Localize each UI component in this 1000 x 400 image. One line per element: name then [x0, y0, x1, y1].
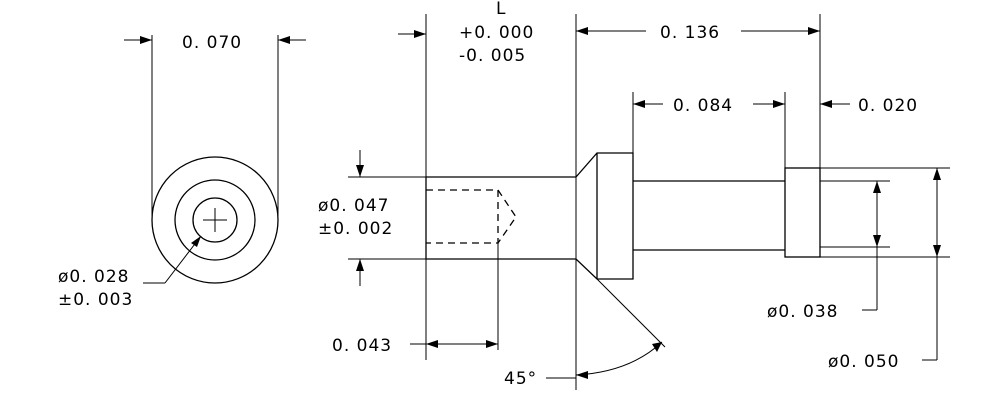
inner-hole-circle	[192, 197, 238, 243]
dim-chamfer-angle: 45°	[504, 369, 537, 389]
arrowhead	[933, 168, 941, 180]
hidden-bore	[426, 189, 499, 244]
side-view: L +0. 000 -0. 005 0. 136 0. 084 0. 020 ø…	[318, 0, 950, 390]
hidden-bore-tip	[497, 189, 517, 244]
arrowhead	[773, 100, 785, 108]
dim-collar-width: 0. 020	[858, 96, 918, 116]
dim-bore-tolerance: ±0. 002	[318, 219, 393, 239]
body-outline	[425, 152, 634, 280]
arrowhead	[808, 27, 820, 35]
arrowhead	[576, 27, 588, 35]
collar-outline	[784, 167, 821, 258]
dim-length-tol-plus: +0. 000	[459, 23, 534, 43]
dim-bore-depth: 0. 043	[332, 336, 392, 356]
arrowhead	[278, 36, 290, 44]
arrowhead	[486, 340, 498, 348]
arrowhead	[414, 30, 426, 38]
chamfer-extension	[596, 278, 666, 348]
arrowhead	[356, 259, 364, 271]
dim-length-tol-minus: -0. 005	[459, 46, 526, 66]
arrowhead	[576, 371, 588, 379]
dim-length-label: L	[496, 0, 506, 19]
arrowhead	[652, 342, 662, 352]
dim-shank-length: 0. 084	[673, 96, 733, 116]
middle-circle	[174, 179, 256, 261]
dim-collar-diameter: ø0. 050	[828, 352, 899, 372]
dim-bore-diameter: ø0. 047	[318, 196, 389, 216]
dim-hole-diameter: ø0. 028	[58, 267, 129, 287]
arrowhead	[191, 236, 201, 247]
dim-end-view-width: 0. 070	[182, 33, 242, 53]
dim-shank-diameter: ø0. 038	[767, 302, 838, 322]
arrowhead	[140, 36, 152, 44]
arrowhead	[633, 100, 645, 108]
arrowhead	[933, 245, 941, 257]
arrowhead	[873, 235, 881, 247]
outer-circle	[151, 156, 279, 284]
arrowhead	[356, 165, 364, 177]
arrowhead	[873, 181, 881, 193]
dim-hole-tolerance: ±0. 003	[58, 290, 133, 310]
dim-head-to-end: 0. 136	[660, 23, 720, 43]
shank-outline	[633, 180, 785, 251]
arrowhead	[426, 340, 438, 348]
end-view: 0. 070 ø0. 028 ±0. 003	[58, 33, 306, 310]
arrowhead	[820, 100, 832, 108]
angle-arc	[575, 341, 663, 376]
